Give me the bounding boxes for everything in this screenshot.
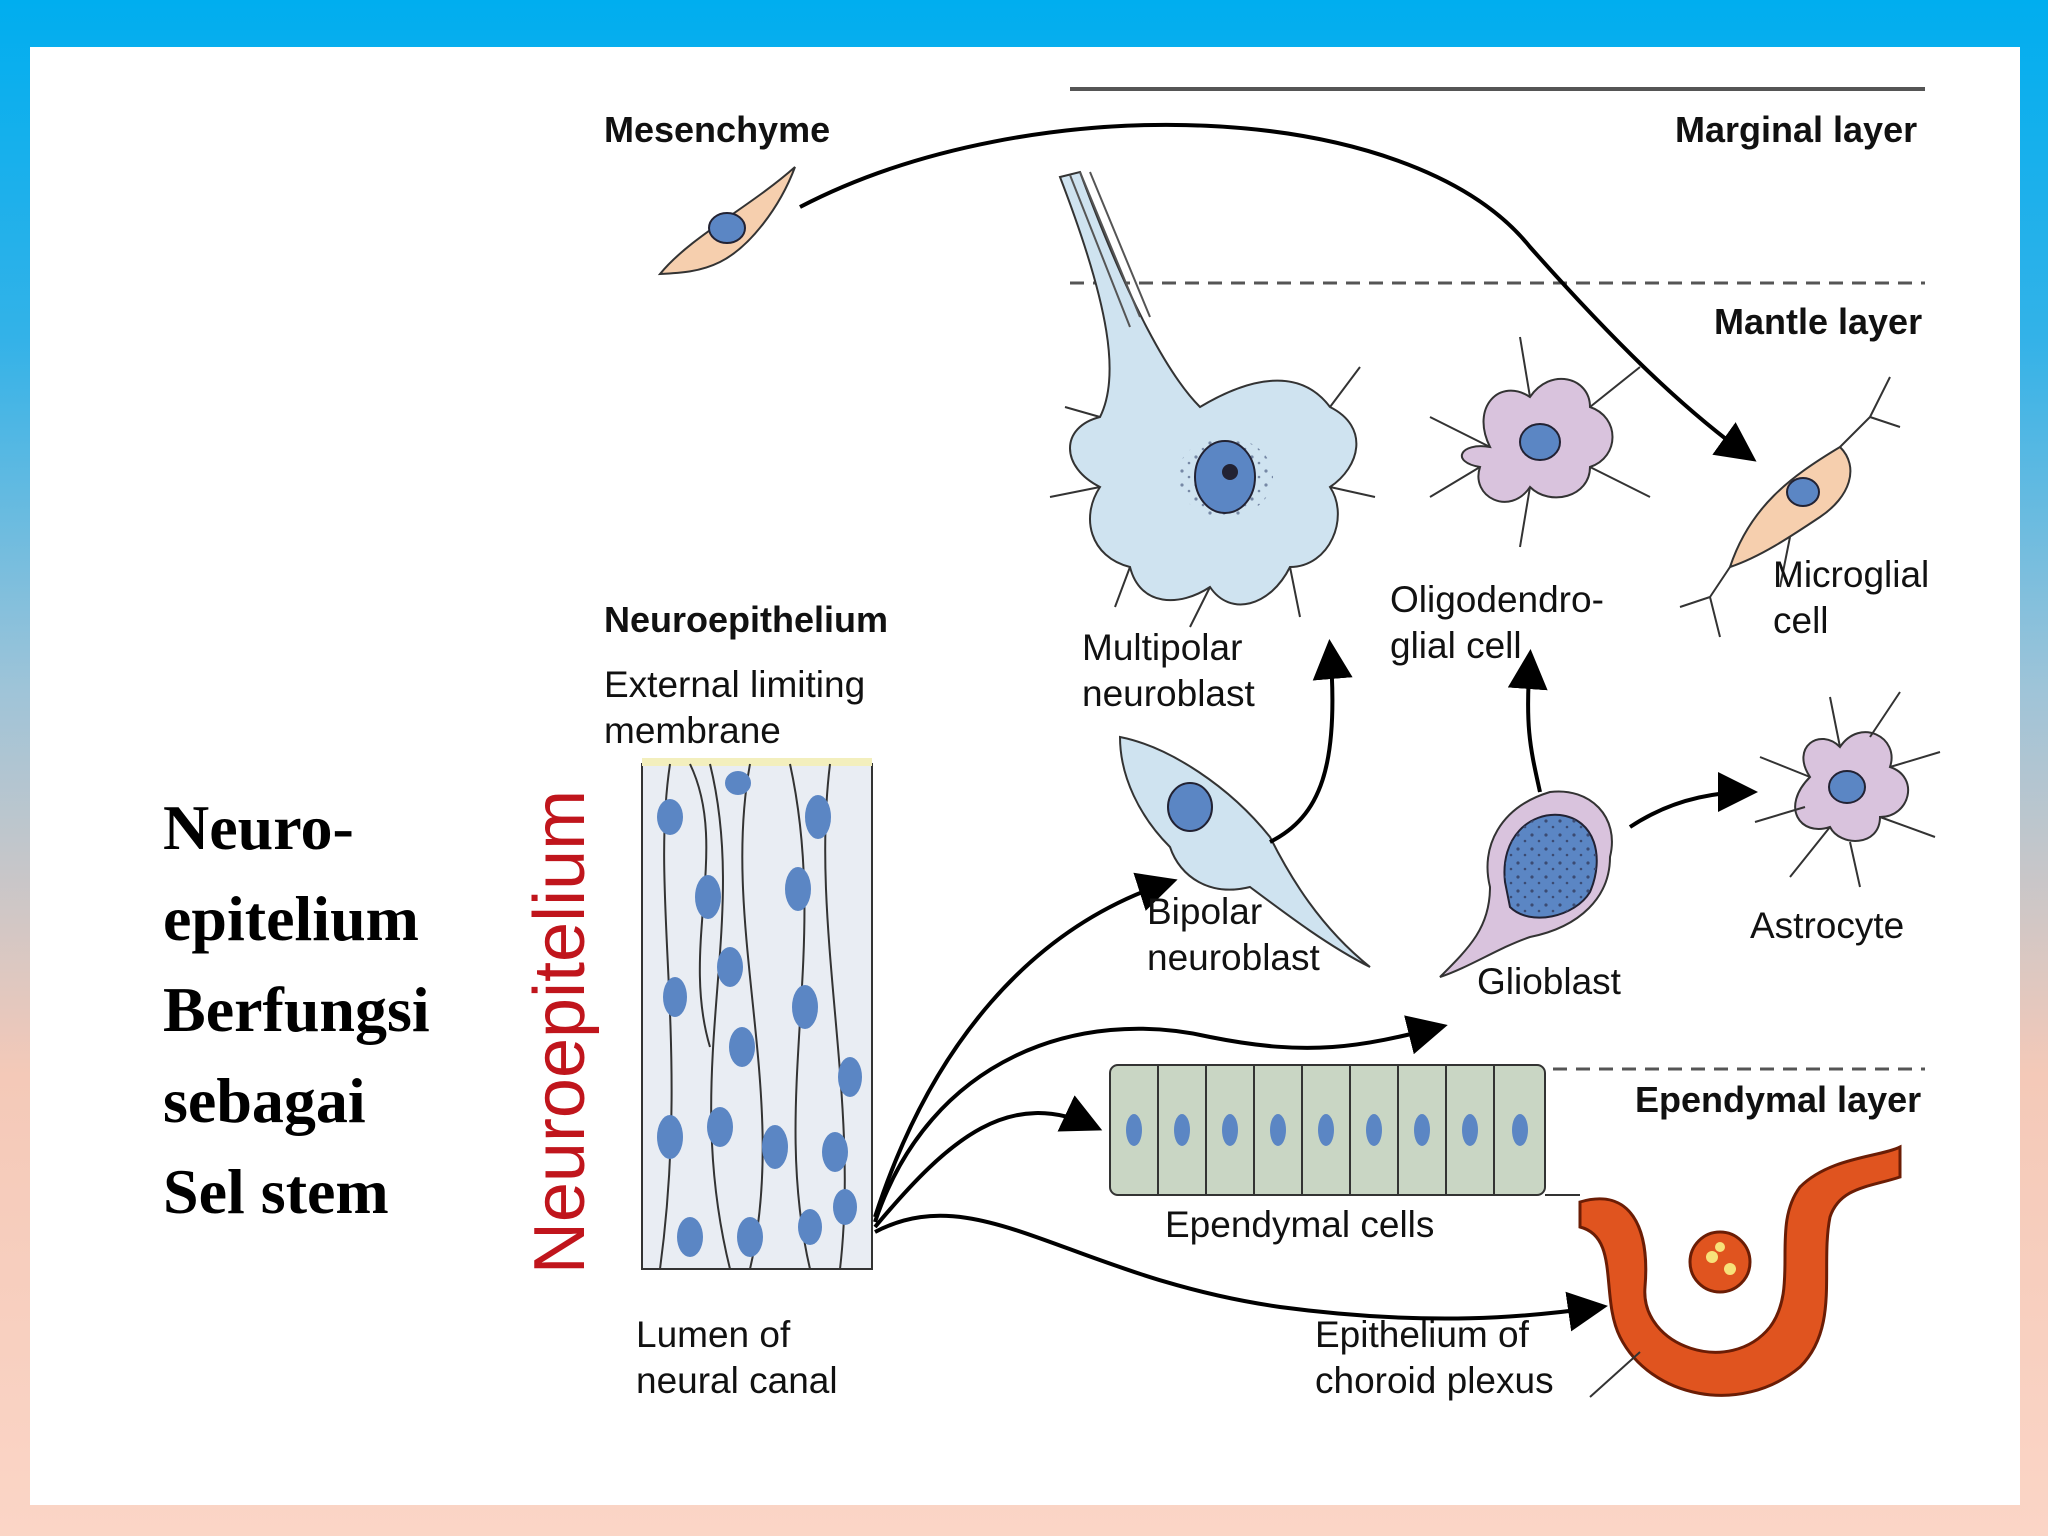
heading-line-3: Berfungsi bbox=[163, 974, 430, 1045]
label-microglial-1: Microglial bbox=[1773, 554, 1930, 595]
label-choroid-1: Epithelium of bbox=[1315, 1314, 1529, 1355]
label-external-limiting-2: membrane bbox=[604, 710, 781, 751]
heading-line-4: sebagai bbox=[163, 1065, 366, 1136]
arrow-glioblast-to-oligodendroglial bbox=[1507, 649, 1548, 793]
bipolar-neuroblast-cell bbox=[1118, 735, 1371, 968]
label-lumen-1: Lumen of bbox=[636, 1314, 791, 1355]
label-choroid-2: choroid plexus bbox=[1315, 1360, 1554, 1401]
label-glioblast: Glioblast bbox=[1477, 961, 1621, 1002]
slide-heading: Neuro- epitelium Berfungsi sebagai Sel s… bbox=[163, 782, 493, 1237]
label-ependymal-cells: Ependymal cells bbox=[1165, 1204, 1435, 1245]
choroid-plexus-epithelium bbox=[1578, 1144, 1902, 1397]
arrow-neuroepithelium-to-bipolar bbox=[873, 872, 1178, 1218]
label-bipolar-1: Bipolar bbox=[1147, 891, 1263, 932]
microglial-cell bbox=[1679, 376, 1901, 638]
glioblast-cell bbox=[1439, 790, 1613, 978]
neuroepithelium-tissue bbox=[641, 758, 873, 1270]
heading-line-1: Neuro- bbox=[163, 792, 354, 863]
label-microglial-2: cell bbox=[1773, 600, 1829, 641]
label-mantle-layer: Mantle layer bbox=[1714, 301, 1923, 342]
astrocyte-cell bbox=[1754, 691, 1941, 888]
arrow-mesenchyme-to-microglial bbox=[799, 122, 1757, 462]
choroid-label-leader bbox=[1589, 1351, 1641, 1398]
multipolar-neuroblast-cell bbox=[1049, 170, 1376, 628]
arrow-neuroepithelium-to-glioblast bbox=[873, 1015, 1448, 1223]
heading-line-5: Sel stem bbox=[163, 1156, 389, 1227]
label-multipolar-1: Multipolar bbox=[1082, 627, 1243, 668]
label-bipolar-2: neuroblast bbox=[1147, 937, 1320, 978]
heading-line-2: epitelium bbox=[163, 883, 419, 954]
label-neuroepithelium: Neuroepithelium bbox=[604, 599, 889, 640]
neuroepitelium-vertical-label: Neuroepitelium bbox=[520, 789, 600, 1275]
label-oligodendro-1: Oligodendro- bbox=[1390, 579, 1604, 620]
label-oligodendro-2: glial cell bbox=[1390, 625, 1522, 666]
label-marginal-layer: Marginal layer bbox=[1675, 109, 1918, 150]
oligodendroglial-cell bbox=[1429, 336, 1651, 548]
label-astrocyte: Astrocyte bbox=[1750, 905, 1905, 946]
slide: Neuro- epitelium Berfungsi sebagai Sel s… bbox=[30, 47, 2020, 1505]
mesenchyme-cell bbox=[657, 166, 796, 276]
arrow-bipolar-to-multipolar bbox=[1269, 639, 1353, 844]
diagram-artwork bbox=[641, 87, 1941, 1398]
label-mesenchyme: Mesenchyme bbox=[604, 109, 831, 150]
arrow-neuroepithelium-to-ependymal bbox=[873, 1095, 1103, 1229]
label-ependymal-layer: Ependymal layer bbox=[1635, 1079, 1922, 1120]
arrow-glioblast-to-astrocyte bbox=[1628, 772, 1758, 829]
label-lumen-2: neural canal bbox=[636, 1360, 838, 1401]
label-external-limiting-1: External limiting bbox=[604, 664, 866, 705]
arrow-neuroepithelium-to-choroid bbox=[874, 1213, 1608, 1332]
label-multipolar-2: neuroblast bbox=[1082, 673, 1255, 714]
ependymal-cells-row bbox=[1109, 1064, 1580, 1196]
